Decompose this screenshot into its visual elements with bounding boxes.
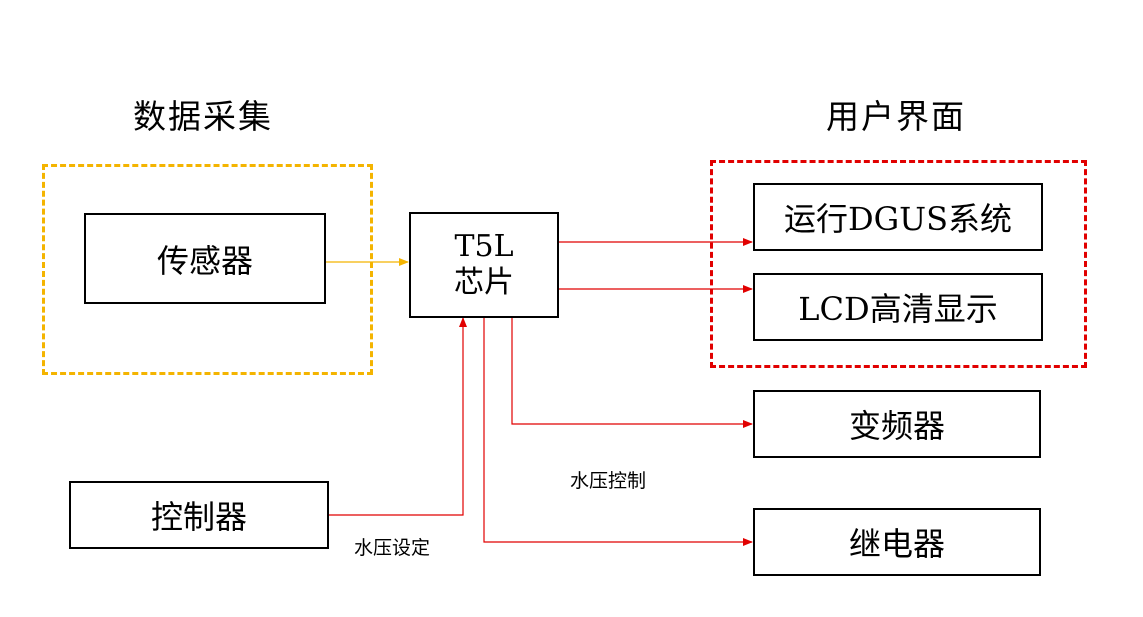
dgus-box: 运行DGUS系统 bbox=[753, 183, 1043, 251]
inverter-box: 变频器 bbox=[753, 390, 1041, 458]
sensor-label: 传感器 bbox=[156, 241, 253, 280]
user-interface-group-frame bbox=[710, 160, 1087, 368]
inverter-label: 变频器 bbox=[848, 407, 945, 445]
group-title-user-interface: 用户界面 bbox=[826, 97, 966, 136]
controller-label: 控制器 bbox=[150, 498, 247, 536]
controller-box: 控制器 bbox=[69, 481, 329, 549]
arrow-controller-to-chip bbox=[329, 317, 467, 516]
relay-label: 继电器 bbox=[848, 525, 945, 563]
lcd-box: LCD高清显示 bbox=[753, 273, 1043, 341]
arrow-chip-to-relay bbox=[483, 318, 753, 546]
edge-label-pressure-setting: 水压设定 bbox=[354, 537, 431, 559]
dgus-label: 运行DGUS系统 bbox=[783, 200, 1013, 238]
arrow-chip-to-inverter bbox=[511, 318, 753, 428]
edge-label-pressure-control: 水压控制 bbox=[570, 470, 647, 492]
t5l-chip-box: T5L 芯片 bbox=[409, 212, 559, 318]
chip-label-line1: T5L bbox=[454, 229, 514, 264]
data-collection-group-frame bbox=[42, 164, 373, 375]
group-title-data-collection: 数据采集 bbox=[133, 97, 273, 136]
relay-box: 继电器 bbox=[753, 508, 1041, 576]
lcd-label: LCD高清显示 bbox=[798, 290, 998, 328]
chip-label-line2: 芯片 bbox=[454, 265, 514, 300]
sensor-box: 传感器 bbox=[84, 213, 326, 304]
